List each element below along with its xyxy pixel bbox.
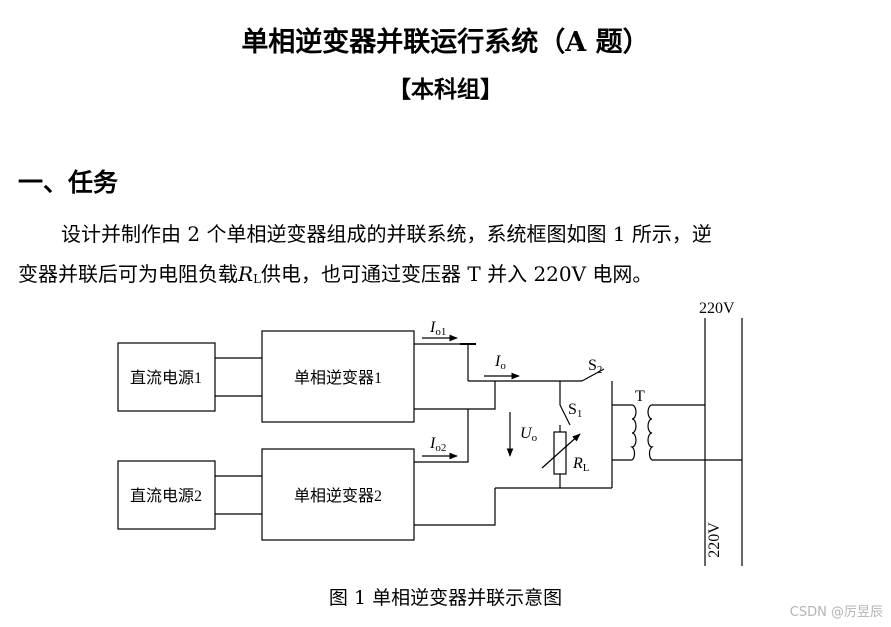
switch-s2	[581, 368, 605, 382]
document-subtitle: 【本科组】	[388, 76, 503, 103]
paragraph-text-b: 供电，也可通过变压器 T 并入 220V 电网。	[261, 262, 653, 286]
grid-voltage-label-top: 220V	[699, 300, 735, 317]
label-s2: S2	[588, 357, 602, 376]
section-heading: 一、任务	[18, 168, 119, 197]
label-rl: RL	[572, 455, 590, 474]
paragraph-line-2: 变器并联后可为电阻负载RL供电，也可通过变压器 T 并入 220V 电网。	[18, 258, 652, 287]
dc-source-1-label: 直流电源1	[130, 369, 202, 387]
dc-source-2-label: 直流电源2	[130, 487, 202, 505]
watermark: CSDN @厉昱辰	[789, 605, 883, 620]
transformer-secondary-winding	[647, 404, 654, 461]
resistor-rl	[553, 431, 567, 475]
inverter-2-box	[261, 448, 415, 541]
dc-source-1-box	[117, 342, 216, 412]
inverter-output-wires	[414, 343, 496, 526]
output-bus-wires	[468, 380, 632, 489]
dc-source-2-box	[117, 460, 216, 530]
figure-caption: 图 1 单相逆变器并联示意图	[328, 587, 563, 609]
load-symbol: R	[238, 262, 254, 286]
label-io2: Io2	[429, 435, 446, 454]
label-transformer: T	[635, 388, 645, 405]
source-to-inverter-wires	[215, 357, 262, 515]
inverter-1-label: 单相逆变器1	[294, 369, 382, 387]
resistor-rl-arrow	[541, 433, 581, 469]
label-io1: Io1	[429, 319, 446, 338]
paragraph-line-1: 设计并制作由 2 个单相逆变器组成的并联系统，系统框图如图 1 所示，逆	[61, 222, 712, 246]
label-uo: Uo	[520, 425, 538, 444]
inverter-2-label: 单相逆变器2	[294, 487, 382, 505]
label-io: Io	[494, 353, 506, 372]
inverter-1-box	[261, 330, 415, 423]
switch-s1	[559, 404, 571, 426]
document-title: 单相逆变器并联运行系统（A 题）	[241, 27, 650, 58]
paragraph-text-a: 变器并联后可为电阻负载	[18, 262, 238, 286]
grid-voltage-label-bottom: 220V	[706, 522, 723, 558]
load-subscript: L	[253, 272, 262, 286]
label-s1: S1	[568, 401, 582, 420]
transformer-primary-winding	[630, 404, 637, 461]
